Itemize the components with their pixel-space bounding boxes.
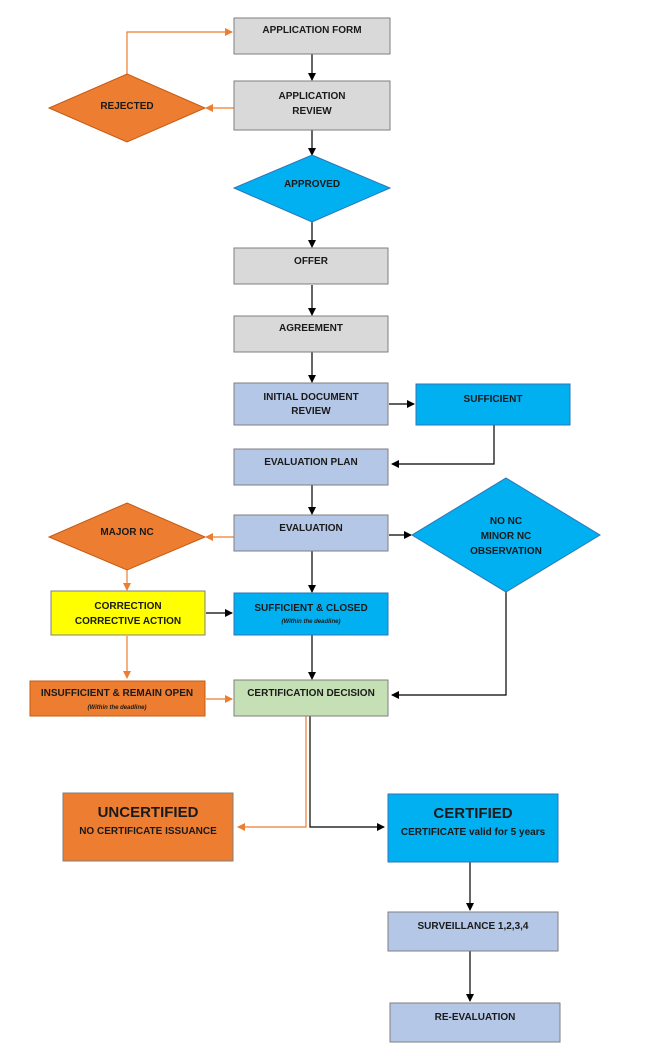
certification-decision-label: CERTIFICATION DECISION <box>247 688 375 699</box>
node-major-nc: MAJOR NC <box>47 502 207 571</box>
node-approved: APPROVED <box>232 154 392 223</box>
agreement-label: AGREEMENT <box>279 323 343 334</box>
initial-document-review-line1: INITIAL DOCUMENT <box>263 392 358 403</box>
node-insufficient-remain-open: INSUFFICIENT & REMAIN OPEN (Within the d… <box>29 680 206 717</box>
insufficient-open-note: (Within the deadline) <box>88 705 147 711</box>
certified-title: CERTIFIED <box>433 805 512 822</box>
re-evaluation-label: RE-EVALUATION <box>435 1012 516 1023</box>
application-review-label-line1: APPLICATION <box>278 91 345 102</box>
node-evaluation: EVALUATION <box>233 514 389 552</box>
certified-subtitle: CERTIFICATE valid for 5 years <box>401 827 546 838</box>
sufficient-closed-note: (Within the deadline) <box>282 619 341 625</box>
arrow-decision-to-uncertified <box>237 716 307 831</box>
node-agreement: AGREEMENT <box>233 315 389 353</box>
offer-label: OFFER <box>294 256 329 267</box>
connectors <box>123 28 507 1002</box>
insufficient-open-label: INSUFFICIENT & REMAIN OPEN <box>41 688 193 699</box>
node-correction-corrective-action: CORRECTION CORRECTIVE ACTION <box>50 590 206 636</box>
node-surveillance: SURVEILLANCE 1,2,3,4 <box>387 911 559 952</box>
sufficient-label: SUFFICIENT <box>464 394 523 405</box>
application-form-label: APPLICATION FORM <box>262 25 361 36</box>
arrow-sufficient-to-plan <box>391 425 495 468</box>
arrow-no-nc-to-decision <box>391 592 507 699</box>
node-sufficient: SUFFICIENT <box>415 383 571 426</box>
node-no-nc-minor-nc-observation: NO NC MINOR NC OBSERVATION <box>411 477 601 593</box>
minor-nc-label: MINOR NC <box>481 531 532 542</box>
node-re-evaluation: RE-EVALUATION <box>389 1002 561 1043</box>
evaluation-label: EVALUATION <box>279 523 343 534</box>
arrow-rejected-to-form <box>126 28 233 74</box>
node-uncertified: UNCERTIFIED NO CERTIFICATE ISSUANCE <box>62 792 234 862</box>
approved-label: APPROVED <box>284 179 340 190</box>
node-evaluation-plan: EVALUATION PLAN <box>233 448 389 486</box>
node-application-form: APPLICATION FORM <box>233 17 391 55</box>
initial-document-review-line2: REVIEW <box>291 406 331 417</box>
node-certified: CERTIFIED CERTIFICATE valid for 5 years <box>387 793 559 863</box>
node-rejected: REJECTED <box>47 73 207 143</box>
uncertified-subtitle: NO CERTIFICATE ISSUANCE <box>79 826 217 837</box>
evaluation-plan-label: EVALUATION PLAN <box>264 457 358 468</box>
node-initial-document-review: INITIAL DOCUMENT REVIEW <box>233 382 389 426</box>
node-application-review: APPLICATION REVIEW <box>233 80 391 131</box>
arrow-decision-to-certified <box>309 716 385 831</box>
sufficient-closed-label: SUFFICIENT & CLOSED <box>254 603 367 614</box>
application-review-label-line2: REVIEW <box>292 106 332 117</box>
uncertified-title: UNCERTIFIED <box>98 804 199 821</box>
node-certification-decision: CERTIFICATION DECISION <box>233 679 389 717</box>
surveillance-label: SURVEILLANCE 1,2,3,4 <box>418 921 529 932</box>
node-sufficient-and-closed: SUFFICIENT & CLOSED (Within the deadline… <box>233 592 389 636</box>
rejected-label: REJECTED <box>100 101 153 112</box>
no-nc-label: NO NC <box>490 516 522 527</box>
corrective-action-label: CORRECTIVE ACTION <box>75 616 181 627</box>
observation-label: OBSERVATION <box>470 546 542 557</box>
major-nc-label: MAJOR NC <box>100 527 153 538</box>
correction-label: CORRECTION <box>94 601 161 612</box>
node-offer: OFFER <box>233 247 389 285</box>
